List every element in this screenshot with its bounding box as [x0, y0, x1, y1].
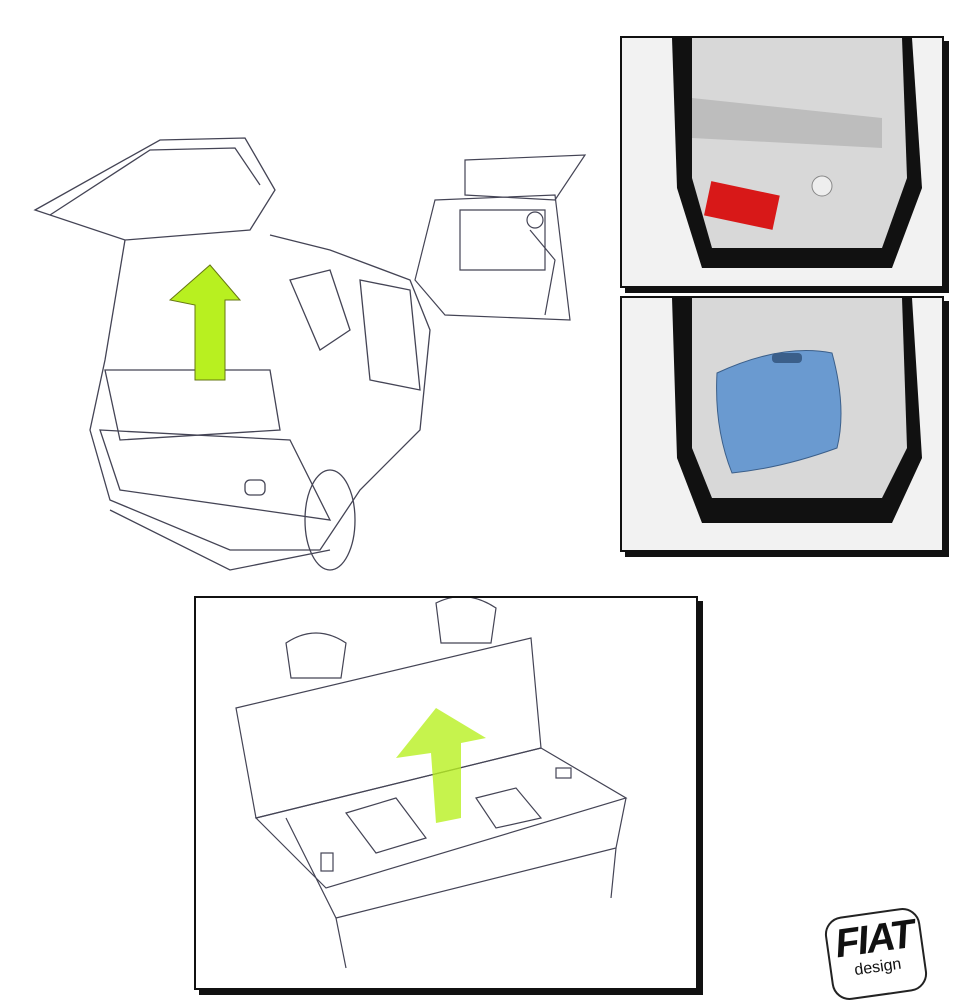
rear-seat-sketch	[235, 598, 628, 969]
arrow-up-icon	[168, 264, 242, 381]
rear-seat-sketch-panel	[194, 596, 698, 990]
car-loading-sketch	[414, 154, 587, 321]
fiat-design-logo: FIAT design	[822, 905, 930, 1003]
arrow-up-icon	[396, 708, 486, 823]
suitcase	[716, 350, 842, 474]
trunk-suitcase-illustration	[622, 298, 942, 550]
trunk-storage-tray-panel	[620, 36, 944, 288]
car-rear-sketch	[33, 137, 431, 571]
trunk-tray-illustration	[622, 38, 942, 286]
trunk-suitcase-panel	[620, 296, 944, 552]
